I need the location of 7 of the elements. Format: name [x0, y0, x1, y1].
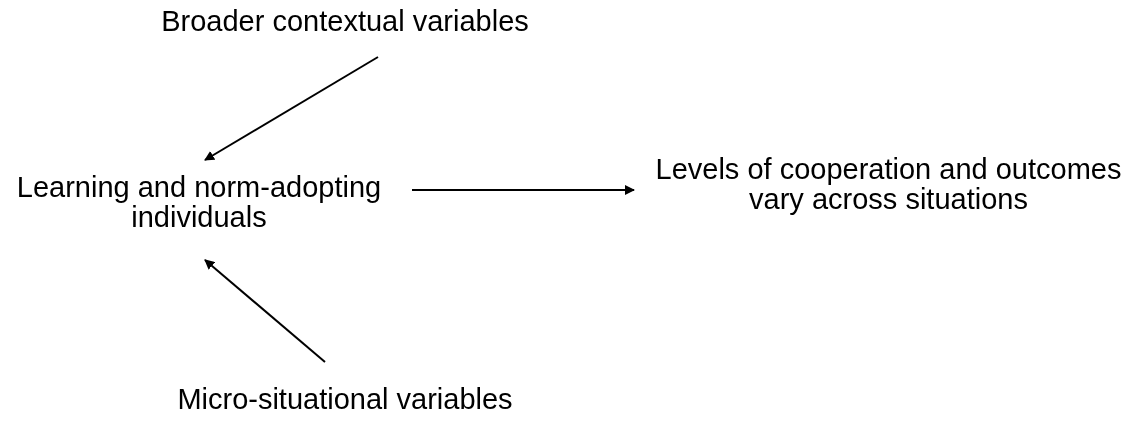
node-label: Learning and norm-adopting individuals — [15, 172, 383, 232]
arrow — [204, 259, 326, 363]
node-label: Broader contextual variables — [160, 6, 530, 36]
node-label: Levels of cooperation and outcomes vary across situations — [654, 154, 1123, 214]
arrow — [411, 185, 635, 195]
arrow — [204, 56, 379, 161]
node-label: Micro-situational variables — [176, 384, 514, 414]
